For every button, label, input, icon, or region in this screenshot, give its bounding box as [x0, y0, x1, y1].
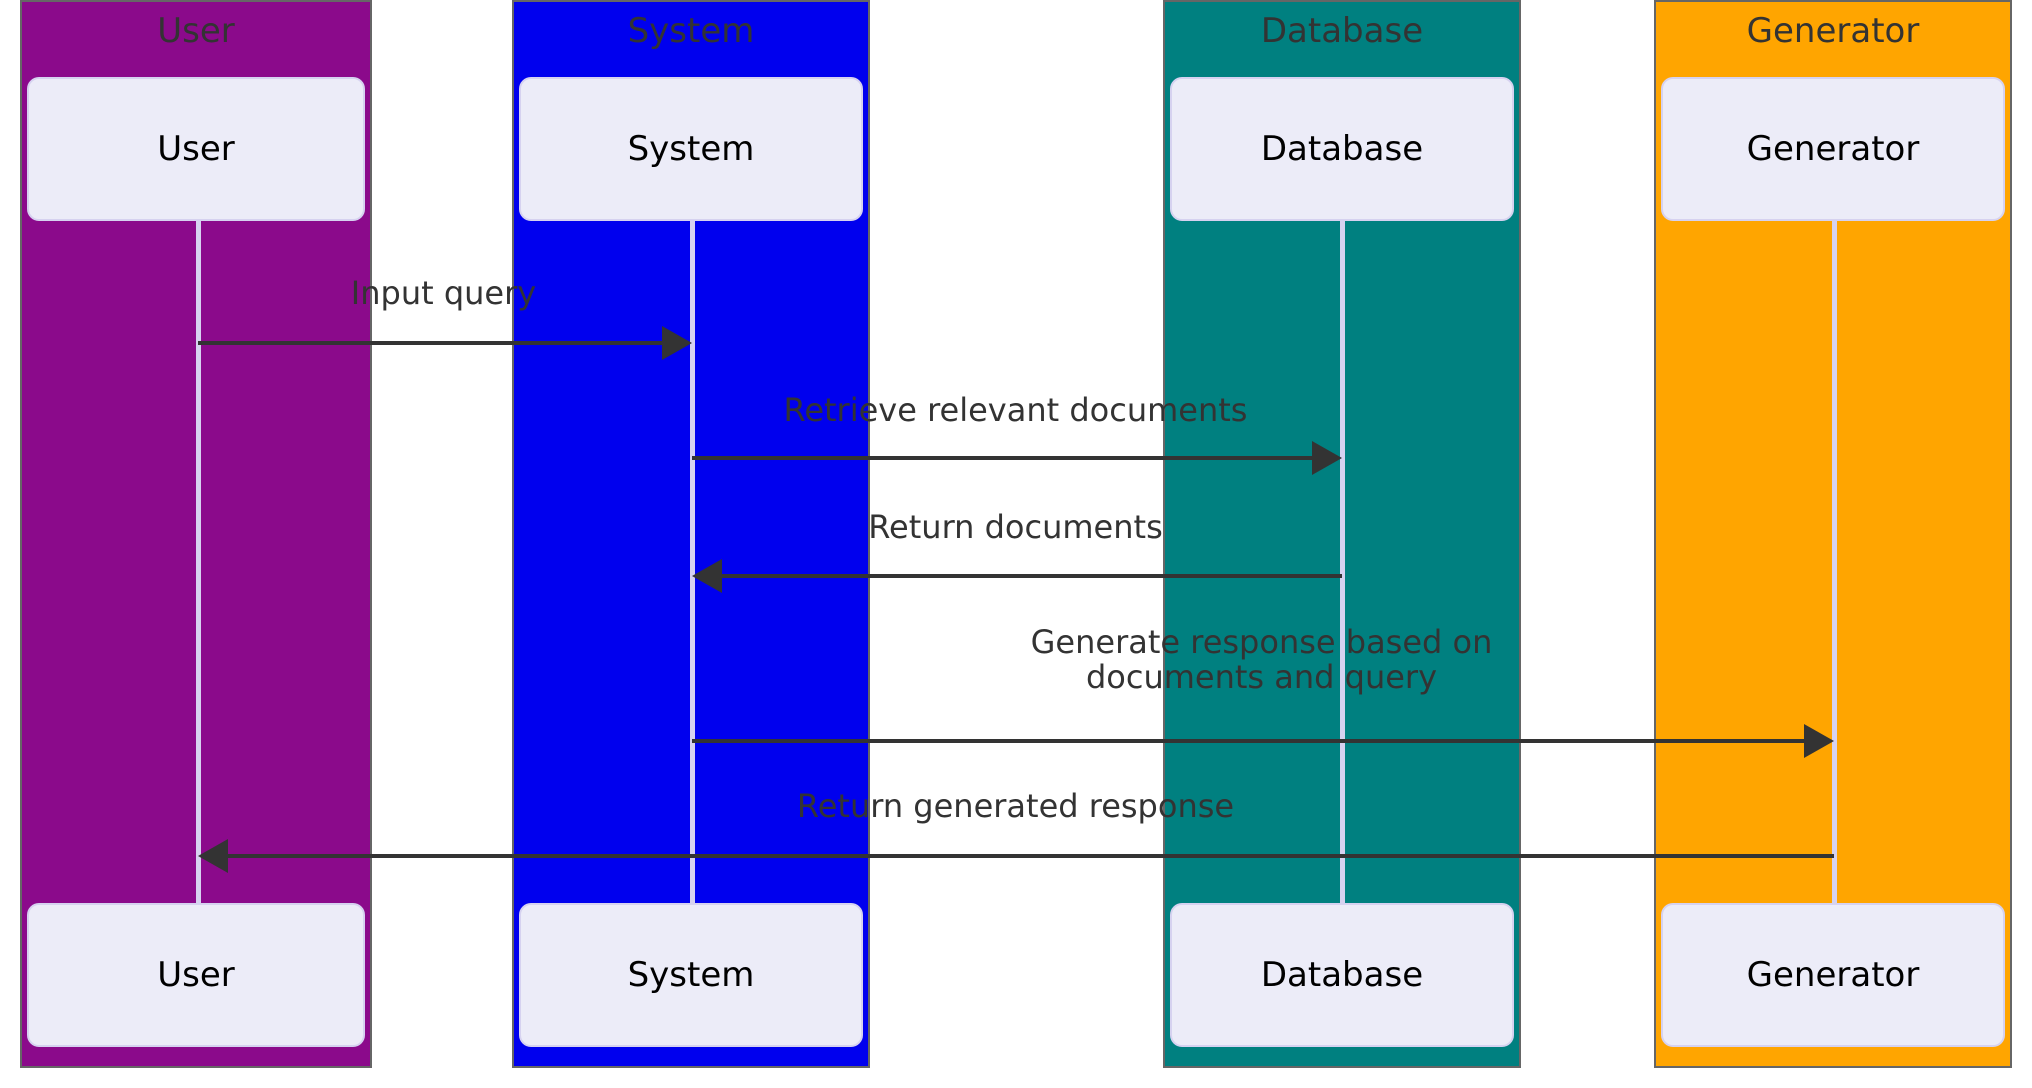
message-arrowhead-2	[1312, 441, 1342, 475]
message-arrowhead-5	[198, 839, 228, 873]
message-label-1: Input query	[350, 274, 537, 312]
actor-box-bottom-generator[interactable]: Generator	[1661, 903, 2005, 1047]
participant-title-system: System	[627, 11, 755, 51]
actor-box-label: User	[157, 129, 235, 169]
actor-box-bottom-user[interactable]: User	[27, 903, 365, 1047]
message-arrowhead-1	[662, 326, 692, 360]
lifeline-database	[1340, 221, 1345, 903]
actor-box-label: Database	[1260, 955, 1424, 995]
participant-title-user: User	[157, 11, 235, 51]
participant-title-database: Database	[1260, 11, 1424, 51]
actor-box-label: System	[627, 955, 755, 995]
participant-title-generator: Generator	[1746, 11, 1920, 51]
actor-box-label: Generator	[1746, 955, 1920, 995]
message-arrowhead-3	[692, 559, 722, 593]
message-line-4	[692, 739, 1804, 743]
message-arrowhead-4	[1804, 724, 1834, 758]
message-line-1	[198, 341, 662, 345]
actor-box-top-system[interactable]: System	[519, 77, 863, 221]
message-line-5	[228, 854, 1834, 858]
message-label-5: Return generated response	[796, 787, 1235, 825]
message-label-3: Return documents	[868, 508, 1163, 546]
message-label-4: Generate response based on documents and…	[1030, 623, 1493, 696]
actor-box-label: Database	[1260, 129, 1424, 169]
actor-box-label: Generator	[1746, 129, 1920, 169]
actor-box-top-generator[interactable]: Generator	[1661, 77, 2005, 221]
actor-box-label: System	[627, 129, 755, 169]
actor-box-bottom-system[interactable]: System	[519, 903, 863, 1047]
actor-box-top-user[interactable]: User	[27, 77, 365, 221]
message-line-2	[692, 456, 1312, 460]
message-label-2: Retrieve relevant documents	[783, 391, 1248, 429]
actor-box-top-database[interactable]: Database	[1170, 77, 1514, 221]
lifeline-generator	[1832, 221, 1837, 903]
actor-box-bottom-database[interactable]: Database	[1170, 903, 1514, 1047]
message-line-3	[722, 574, 1342, 578]
lifeline-user	[196, 221, 201, 903]
actor-box-label: User	[157, 955, 235, 995]
